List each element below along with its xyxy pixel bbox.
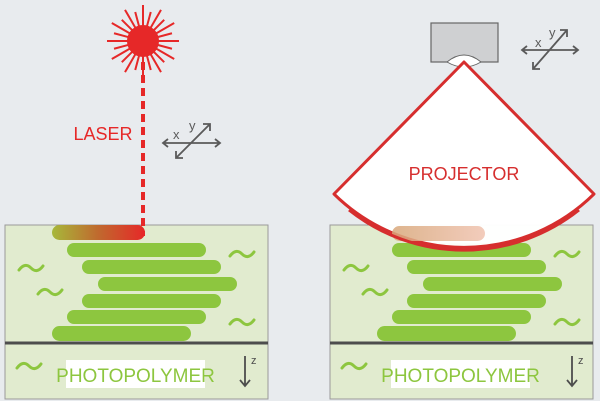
laser-panel: PHOTOPOLYMER z LASER x y	[4, 5, 269, 400]
x-axis-label: x	[535, 35, 542, 50]
laser-ray	[145, 11, 152, 28]
laser-icon	[107, 5, 179, 77]
laser-label: LASER	[73, 124, 132, 144]
y-axis-label: y	[189, 118, 196, 133]
material-label: PHOTOPOLYMER	[381, 366, 540, 387]
z-axis-icon	[239, 356, 251, 388]
printed-layers	[52, 225, 237, 341]
laser-ray	[111, 47, 132, 60]
material-label-box	[391, 360, 530, 388]
laser-ray	[154, 22, 175, 35]
laser-ray	[156, 32, 173, 39]
layer-being-cured	[52, 225, 145, 240]
laser-ray	[134, 11, 141, 28]
layer	[67, 310, 206, 324]
printed-layers	[377, 243, 562, 341]
layer	[82, 260, 221, 274]
laser-ray	[145, 54, 152, 71]
layer	[407, 260, 546, 274]
z-axis-icon	[566, 356, 578, 388]
layer	[407, 294, 546, 308]
laser-ray	[121, 50, 134, 63]
z-axis-label: z	[578, 355, 584, 367]
y-axis-label: y	[549, 25, 556, 40]
laser-ray	[113, 32, 130, 39]
laser-ray	[113, 43, 130, 50]
laser-ray	[121, 19, 134, 32]
xy-axis-icon	[161, 123, 222, 159]
laser-ray	[156, 43, 173, 50]
material-label-box	[66, 360, 205, 388]
projection-cone	[332, 60, 596, 249]
laser-ray	[152, 50, 165, 63]
laser-ray	[134, 54, 141, 71]
layer	[98, 277, 237, 291]
layer	[392, 310, 531, 324]
laser-ray	[149, 52, 162, 73]
layer	[67, 243, 206, 257]
laser-ray	[124, 9, 137, 30]
xy-axis-icon	[520, 29, 580, 70]
projector-label: PROJECTOR	[409, 164, 520, 184]
layer	[423, 277, 562, 291]
laser-ray	[152, 19, 165, 32]
laser-ray	[111, 22, 132, 35]
layer-being-cured	[392, 226, 485, 241]
material-label: PHOTOPOLYMER	[56, 366, 215, 387]
laser-ray	[154, 47, 175, 60]
laser-ray	[124, 52, 137, 73]
laser-ray	[149, 9, 162, 30]
z-axis-label: z	[251, 355, 257, 367]
layer	[82, 294, 221, 308]
projector-panel: PHOTOPOLYMER z PROJECTOR x y	[329, 22, 596, 400]
layer	[377, 326, 516, 341]
layer	[52, 326, 191, 341]
x-axis-label: x	[173, 127, 180, 142]
